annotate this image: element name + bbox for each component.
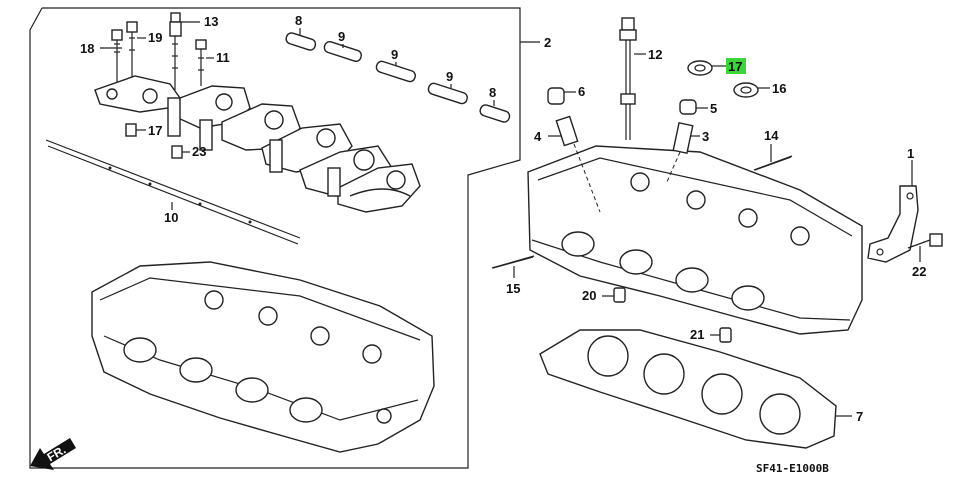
callout-8a: 8 [295, 13, 302, 28]
callout-17-highlight [726, 58, 746, 74]
stud-15-part [491, 255, 535, 269]
bolt-11-part [195, 39, 207, 86]
collar-9a-part [323, 40, 363, 62]
callout-13: 13 [204, 14, 218, 29]
callout-4: 4 [534, 129, 542, 144]
dowel-23-part [171, 145, 183, 159]
callout-20: 18 [80, 41, 94, 56]
valve-guide-3-part [665, 122, 694, 185]
callout-9c: 9 [446, 69, 453, 84]
callout-6: 6 [578, 84, 585, 99]
head-bolt-12-part [619, 17, 637, 140]
dowel-18-part [125, 123, 137, 137]
collar-8a-part [285, 32, 317, 51]
callout-21: 19 [148, 30, 162, 45]
callout-labels: 18 19 13 11 18 17 23 10 8 9 9 9 8 2 12 1… [80, 13, 926, 424]
callout-18b: 17 [148, 123, 162, 138]
callout-14: 14 [764, 128, 779, 143]
collar-9c-part [427, 82, 468, 105]
bolt-22-part [907, 233, 943, 249]
callout-11: 11 [216, 50, 230, 65]
callout-1: 1 [907, 146, 914, 161]
callout-15: 15 [506, 281, 520, 296]
head-gasket-7-part [539, 329, 837, 449]
bolt-13-part [169, 12, 182, 90]
dowel-19b-part [719, 327, 732, 343]
rocker-shaft-10-part [45, 139, 301, 245]
callout-9b: 9 [391, 47, 398, 62]
valve-guide-4-part [555, 115, 601, 213]
valve-seal-5-part [679, 99, 697, 115]
callout-5: 5 [710, 101, 717, 116]
bolt-20-part [111, 29, 123, 86]
front-direction-arrow: FR. [30, 438, 76, 470]
callout-19b: 21 [690, 327, 704, 342]
callout-17-label: 17 [728, 59, 742, 74]
valve-seal-6-part [547, 87, 565, 105]
leader-lines [100, 21, 921, 417]
callout-19a: 20 [582, 288, 596, 303]
stud-14-part [753, 155, 793, 171]
washer-17-part [687, 60, 713, 76]
washer-16-part [733, 82, 759, 98]
rocker-arm-assembly [94, 12, 421, 213]
dowel-19a-part [613, 287, 626, 303]
callout-3: 3 [702, 129, 709, 144]
diagram-code: SF41-E1000B [756, 462, 829, 475]
callout-8b: 8 [489, 85, 496, 100]
callout-23: 23 [192, 144, 206, 159]
collar-9b-part [375, 60, 416, 83]
cylinder-head-right [527, 145, 863, 335]
rocker-shaft-collars [285, 32, 511, 123]
cylinder-head-left [91, 261, 435, 453]
callout-10: 10 [164, 210, 178, 225]
engine-hanger-bracket-1-part [867, 185, 919, 263]
collar-8b-part [479, 104, 511, 123]
callout-7: 7 [856, 409, 863, 424]
callout-16: 16 [772, 81, 786, 96]
assembly-boundary [29, 7, 521, 469]
callout-2: 2 [544, 35, 551, 50]
callout-9a: 9 [338, 29, 345, 44]
callout-22: 22 [912, 264, 926, 279]
callout-12: 12 [648, 47, 662, 62]
